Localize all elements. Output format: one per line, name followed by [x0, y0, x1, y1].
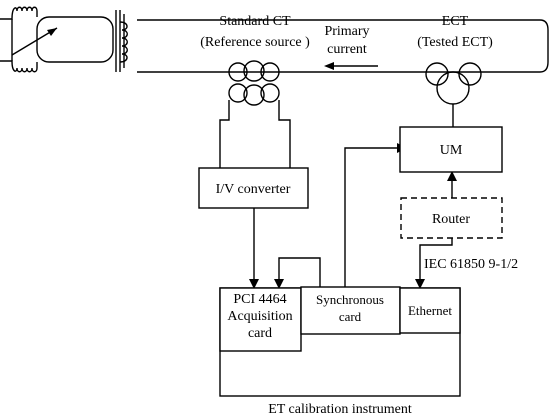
pci-card-sublabel-2: card: [248, 326, 272, 341]
iv-converter-box: [198, 167, 309, 209]
standard-ct-label: Standard CT: [219, 14, 291, 29]
um-box: [399, 126, 503, 173]
sync-card-label: Synchronous: [316, 292, 384, 307]
sync-card-box: [300, 286, 401, 335]
iv-converter-label: I/V converter: [216, 182, 291, 197]
source-transformer-icon: [0, 6, 128, 73]
pci-card-label: PCI 4464: [233, 292, 286, 307]
ect-label: ECT: [442, 14, 469, 29]
arrowhead-pci-loop: [274, 279, 284, 289]
ect-icon: [425, 62, 482, 105]
standard-ct-sublabel: (Reference source ): [200, 35, 310, 50]
iec-standard-label: IEC 61850 9-1/2: [424, 257, 518, 272]
router-label: Router: [432, 212, 470, 227]
router-box: [400, 197, 503, 239]
pci-card-box: [219, 287, 302, 352]
ect-sublabel: (Tested ECT): [417, 35, 493, 50]
arrowhead-ethernet: [415, 279, 425, 289]
arrowhead-um-up: [447, 171, 457, 181]
wires: [219, 100, 454, 287]
ethernet-box: [399, 287, 461, 334]
pci-card-sublabel: Acquisition: [227, 309, 292, 324]
um-label: UM: [440, 143, 463, 158]
arrowhead-pci: [249, 279, 259, 289]
sync-card-sublabel: card: [339, 309, 362, 324]
primary-current-label: Primary: [324, 24, 369, 39]
primary-current-sublabel: current: [327, 42, 367, 57]
standard-ct-icon: [228, 60, 280, 106]
instrument-caption: ET calibration instrument: [268, 402, 412, 417]
ethernet-label: Ethernet: [408, 303, 452, 318]
primary-conductor: [137, 19, 549, 73]
